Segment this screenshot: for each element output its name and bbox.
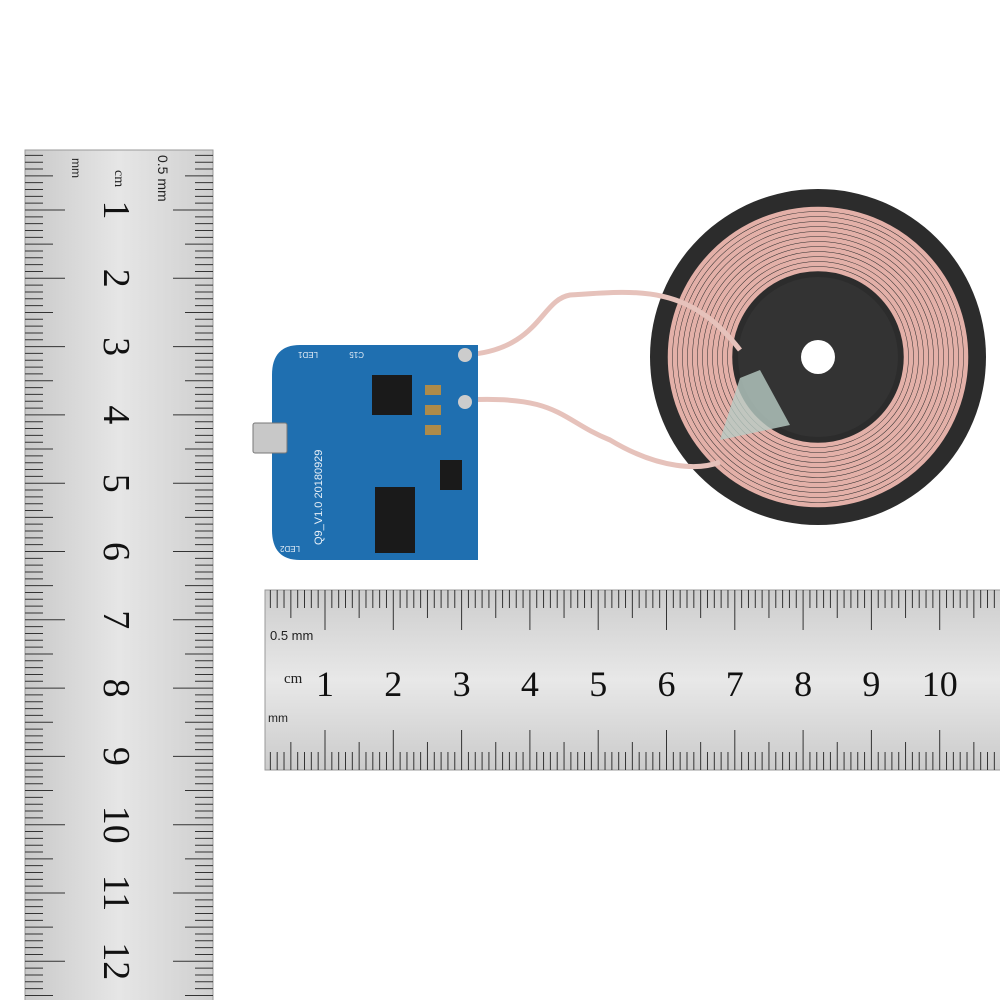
coil-winding: [677, 216, 959, 498]
coil-winding: [682, 221, 954, 493]
ruler-number: 5: [589, 664, 607, 704]
coil-winding: [667, 206, 969, 508]
ruler-number: 10: [922, 664, 958, 704]
coil-winding: [722, 261, 914, 453]
vertical-ruler-unit-half-mm: 0.5 mm: [155, 155, 171, 202]
ruler-number: 7: [726, 664, 744, 704]
pcb-label-led2: LED2: [279, 544, 300, 553]
coil-winding: [712, 251, 924, 463]
coil-winding: [692, 231, 944, 483]
ruler-number: 8: [794, 664, 812, 704]
ruler-number: 3: [95, 337, 137, 356]
coil-winding: [687, 226, 949, 488]
horizontal-ruler-unit-half-mm: 0.5 mm: [270, 628, 313, 643]
pcb-label-led1: LED1: [297, 350, 318, 359]
horizontal-ruler-unit-mm: mm: [268, 711, 288, 725]
wireless-charging-coil: [650, 189, 986, 525]
coil-winding: [727, 266, 909, 448]
ic-chip-2: [375, 487, 415, 553]
ruler-number: 9: [95, 747, 137, 766]
horizontal-ruler-ticks: [269, 590, 995, 770]
vertical-ruler-unit-mm: mm: [69, 158, 83, 178]
pcb-label-c15: C15: [349, 350, 364, 359]
ruler-number: 12: [95, 942, 137, 980]
vertical-ruler-unit-cm: cm: [111, 170, 126, 187]
ruler-number: 2: [384, 664, 402, 704]
micro-usb-port: [252, 422, 288, 454]
ruler-number: 6: [658, 664, 676, 704]
ruler-number: 4: [521, 664, 539, 704]
ruler-number: 10: [95, 806, 137, 844]
ic-chip-1: [372, 375, 412, 415]
horizontal-ruler: 1 2 3 4 5 6 7 8 9 10 cm 0.5 mm mm: [264, 589, 1000, 771]
horizontal-ruler-unit-cm: cm: [284, 671, 303, 687]
ruler-number: 11: [95, 875, 137, 912]
ruler-number: 1: [316, 664, 334, 704]
vertical-ruler-ticks: [25, 154, 213, 996]
ruler-number: 8: [95, 679, 137, 698]
coil-winding: [717, 256, 919, 458]
ruler-number: 5: [95, 474, 137, 493]
coil-lead-lower: [464, 396, 721, 469]
ruler-number: 9: [862, 664, 880, 704]
ruler-number: 2: [95, 269, 137, 288]
coil-winding: [697, 236, 939, 478]
coil-lead-upper: [464, 289, 742, 358]
pcb-board: Q9_V1.0 20180929 LED1 LED2 C15: [252, 345, 478, 560]
ruler-number: 6: [95, 542, 137, 561]
ruler-number: 7: [95, 610, 137, 629]
coil-winding: [707, 246, 929, 468]
coil-winding: [672, 211, 964, 503]
coil-winding: [702, 241, 934, 473]
ruler-number: 4: [95, 405, 137, 424]
ruler-number: 1: [95, 201, 137, 220]
horizontal-ruler-numbers: 1 2 3 4 5 6 7 8 9 10: [316, 664, 958, 704]
pcb-silkscreen: Q9_V1.0 20180929: [313, 450, 325, 545]
ruler-number: 3: [453, 664, 471, 704]
